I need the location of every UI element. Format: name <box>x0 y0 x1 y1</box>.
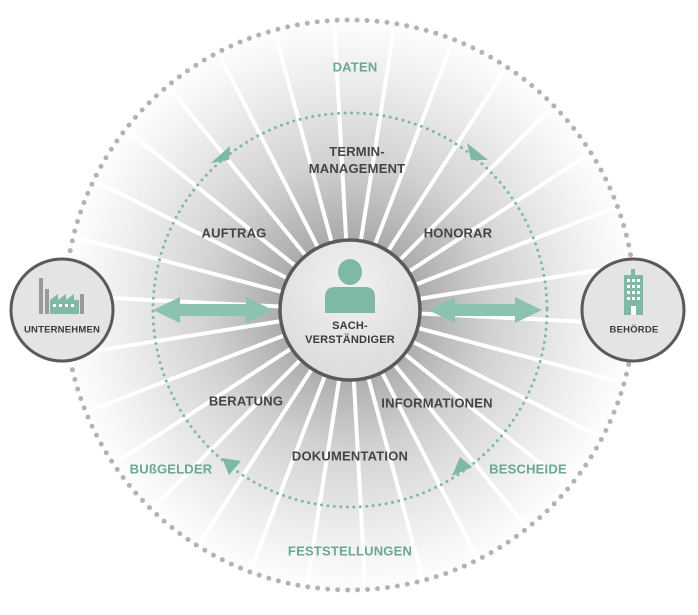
ray-line <box>351 377 368 594</box>
ray-line <box>415 325 625 385</box>
ray-line <box>397 108 551 263</box>
label-informationen: INFORMATIONEN <box>381 395 493 411</box>
right-double-arrow <box>428 297 542 323</box>
label-terminmanagement-line2: MANAGEMENT <box>308 161 406 176</box>
ray-line <box>379 370 481 563</box>
ray-line <box>84 333 287 414</box>
ray-line <box>366 375 426 585</box>
label-beratung: BERATUNG <box>208 393 284 409</box>
person-icon <box>325 259 375 313</box>
label-bescheide: BESCHEIDE <box>489 461 567 477</box>
ray-line <box>372 44 453 247</box>
right-node-label: BEHÖRDE <box>609 324 659 336</box>
ray-line <box>75 235 285 295</box>
left-node-label: UNTERNEHMEN <box>23 324 101 336</box>
arrowhead-top-right <box>467 143 488 160</box>
label-daten: DATEN <box>332 59 378 75</box>
office-building-icon <box>624 269 643 315</box>
label-dokumentation: DOKUMENTATION <box>291 448 409 464</box>
ray-line <box>385 71 506 254</box>
label-bussgelder: BUßGELDER <box>129 461 213 477</box>
label-honorar: HONORAR <box>423 225 493 241</box>
ray-line <box>149 357 303 512</box>
ray-line <box>247 373 328 576</box>
ray-line <box>406 153 589 274</box>
ray-line <box>96 180 290 281</box>
ray-lines <box>66 26 634 594</box>
label-auftrag: AUFTRAG <box>201 225 267 241</box>
label-feststellungen: FESTSTELLUNGEN <box>287 543 413 559</box>
arrowhead-bottom-right <box>452 457 472 476</box>
center-node-label-line1: SACH- <box>332 320 368 332</box>
arrowhead-bottom-left <box>222 458 241 475</box>
left-double-arrow <box>153 297 273 323</box>
ray-line <box>413 206 616 287</box>
ray-line <box>332 26 349 243</box>
ray-line <box>219 57 321 250</box>
ray-line <box>170 89 308 258</box>
ray-line <box>417 263 631 301</box>
arrowhead-top-left <box>211 146 230 163</box>
ray-line <box>111 346 294 467</box>
ray-line <box>194 366 315 549</box>
ray-line <box>410 339 604 440</box>
center-node-label: SACH- VERSTÄNDIGER <box>305 319 395 347</box>
ray-line <box>358 29 396 243</box>
center-node-label-line2: VERSTÄNDIGER <box>305 334 395 346</box>
ray-line <box>402 351 572 489</box>
ray-line <box>128 131 298 269</box>
label-terminmanagement-line1: TERMIN- <box>329 144 385 159</box>
ray-line <box>392 362 530 531</box>
ray-line <box>69 319 283 357</box>
ray-line <box>304 377 342 591</box>
factory-icon <box>39 278 84 314</box>
label-terminmanagement: TERMIN- MANAGEMENT <box>309 143 406 177</box>
ray-line <box>274 35 334 245</box>
